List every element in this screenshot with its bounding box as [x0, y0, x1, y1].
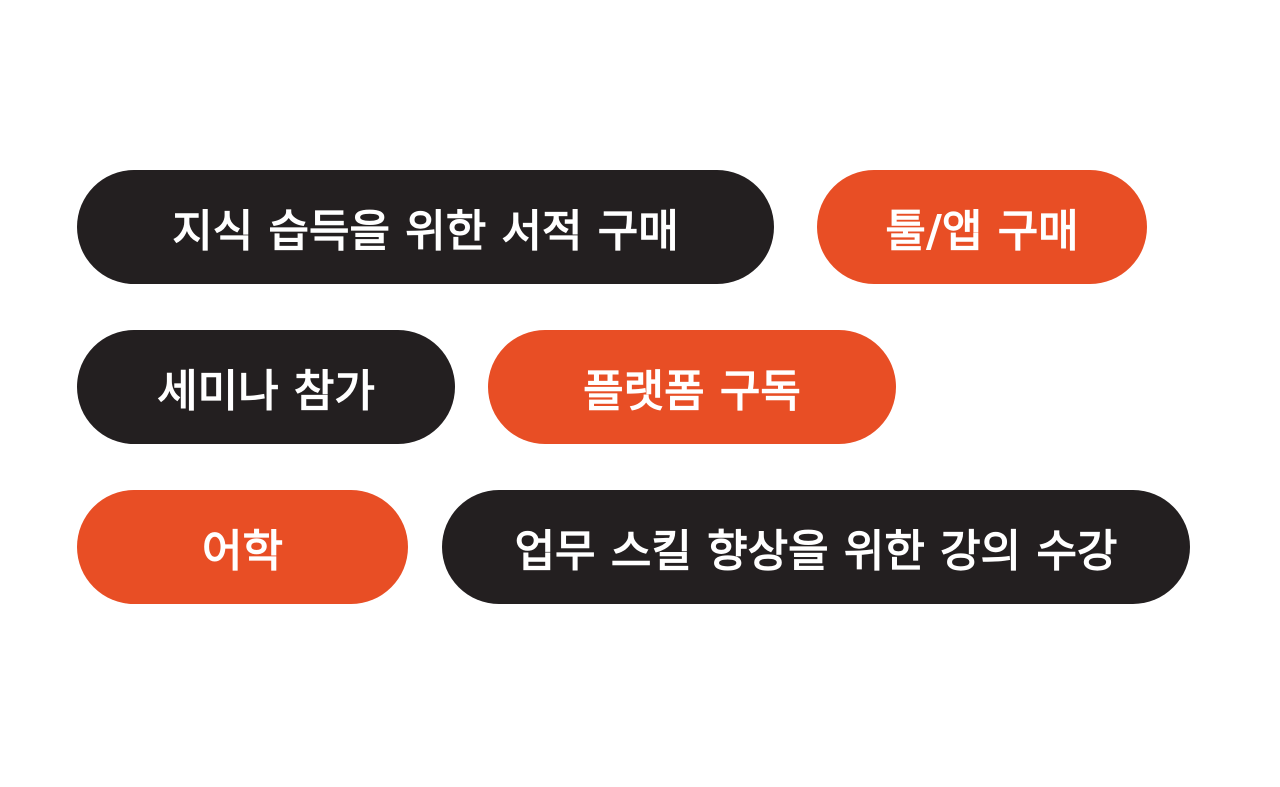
- tag-label: 어학: [202, 526, 283, 577]
- tag-language: 어학: [77, 490, 408, 604]
- tag-label: 세미나 참가: [157, 366, 375, 417]
- tag-book-purchase: 지식 습득을 위한 서적 구매: [77, 170, 774, 284]
- tag-tool-app-purchase: 툴/앱 구매: [817, 170, 1147, 284]
- tag-label: 지식 습득을 위한 서적 구매: [172, 206, 679, 257]
- tag-label: 업무 스킬 향상을 위한 강의 수강: [514, 526, 1118, 577]
- tag-label: 툴/앱 구매: [885, 206, 1079, 257]
- tag-skill-course: 업무 스킬 향상을 위한 강의 수강: [442, 490, 1190, 604]
- tag-seminar: 세미나 참가: [77, 330, 455, 444]
- tag-platform-subscription: 플랫폼 구독: [488, 330, 896, 444]
- tag-label: 플랫폼 구독: [583, 366, 801, 417]
